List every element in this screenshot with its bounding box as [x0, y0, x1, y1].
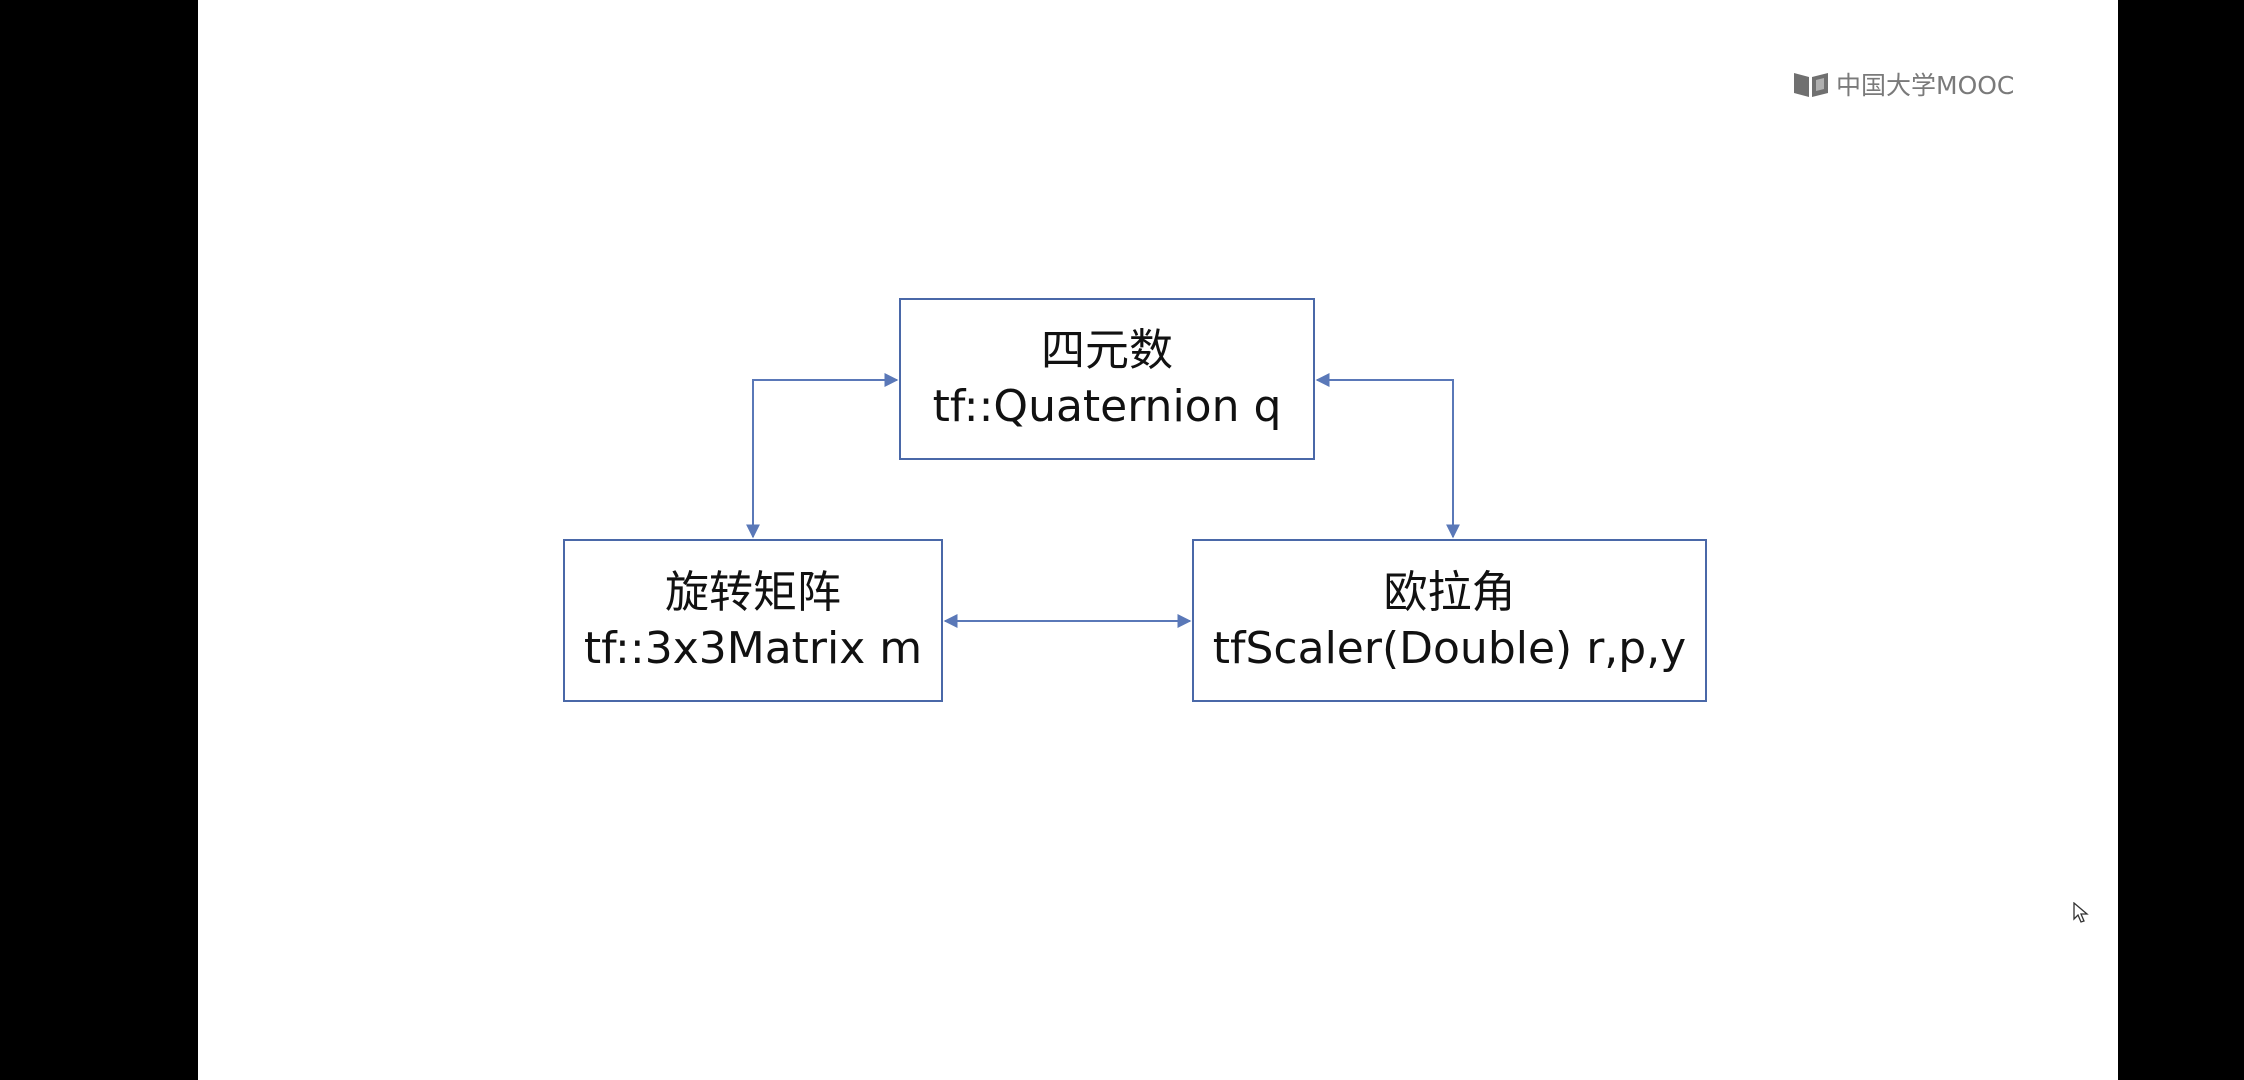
- watermark: 中国大学MOOC: [1792, 66, 2014, 102]
- watermark-text: 中国大学MOOC: [1836, 71, 2015, 100]
- edge-quaternion-euler: [1315, 373, 1460, 539]
- node-code: tf::3x3Matrix m: [583, 622, 923, 674]
- node-title: 欧拉角: [1383, 566, 1516, 618]
- node-euler-angles: 欧拉角 tfScaler(Double) r,p,y: [1192, 539, 1707, 702]
- node-code: tf::Quaternion q: [932, 381, 1282, 432]
- book-logo-icon: [1792, 69, 1830, 99]
- node-code: tfScaler(Double) r,p,y: [1212, 622, 1687, 674]
- edge-quaternion-rotation: [746, 373, 899, 539]
- node-rotation-matrix: 旋转矩阵 tf::3x3Matrix m: [563, 539, 943, 702]
- node-title: 旋转矩阵: [665, 566, 841, 618]
- mouse-pointer-icon: [2073, 901, 2089, 928]
- node-title: 四元数: [1041, 325, 1173, 376]
- slide: [198, 0, 2118, 1080]
- node-quaternion: 四元数 tf::Quaternion q: [899, 298, 1315, 460]
